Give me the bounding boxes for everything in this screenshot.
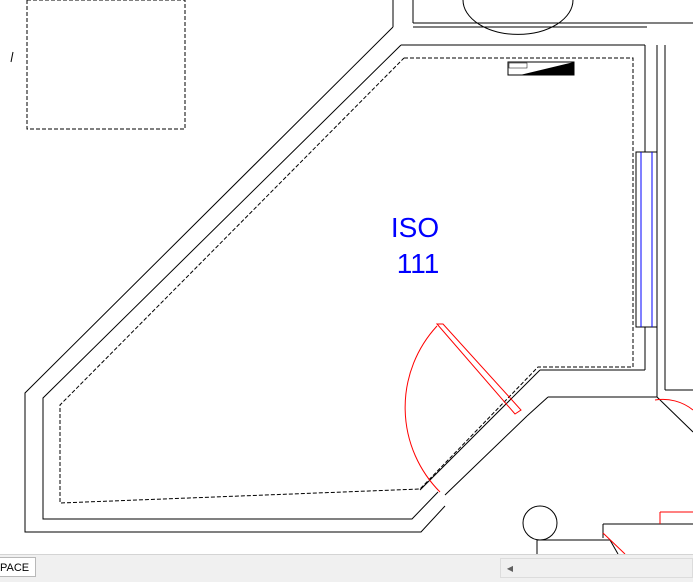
top-arc [462, 0, 574, 35]
floor-plan [10, 0, 693, 554]
triangle-left-icon[interactable]: ◀ [506, 563, 514, 573]
room-boundary-dashed [59, 57, 634, 504]
door-jamb-line-outer [444, 415, 528, 496]
wall-step-diag [512, 369, 541, 398]
door-leaf [435, 323, 522, 415]
dashed-fixture-box [26, 0, 186, 130]
door [404, 323, 693, 554]
horizontal-scrollbar[interactable]: ◀ [500, 558, 693, 578]
round-fixture [522, 505, 558, 541]
room-outer-wall [24, 26, 446, 533]
door-jamb-line [419, 396, 514, 491]
wall-step-diag-outer [526, 396, 549, 417]
room-tag-label[interactable]: ISO 111 [360, 210, 470, 282]
lower-wall [537, 539, 619, 554]
tab-strip [36, 557, 494, 577]
window [635, 151, 658, 328]
layout-tab-bar: PACE ◀ [0, 554, 693, 582]
room-number: 111 [396, 248, 440, 279]
door-swing-arc [404, 325, 441, 493]
room-tag-block [507, 61, 575, 76]
room-name: ISO [390, 212, 440, 243]
small-mark [10, 51, 14, 63]
drawing-canvas[interactable]: ISO 111 [0, 0, 693, 554]
door-swing-line [602, 532, 626, 554]
room-inner-wall [42, 44, 439, 520]
corridor-diag [656, 396, 693, 433]
door-swing-arc-2 [654, 398, 693, 411]
tab-model-space[interactable]: PACE [0, 557, 37, 577]
